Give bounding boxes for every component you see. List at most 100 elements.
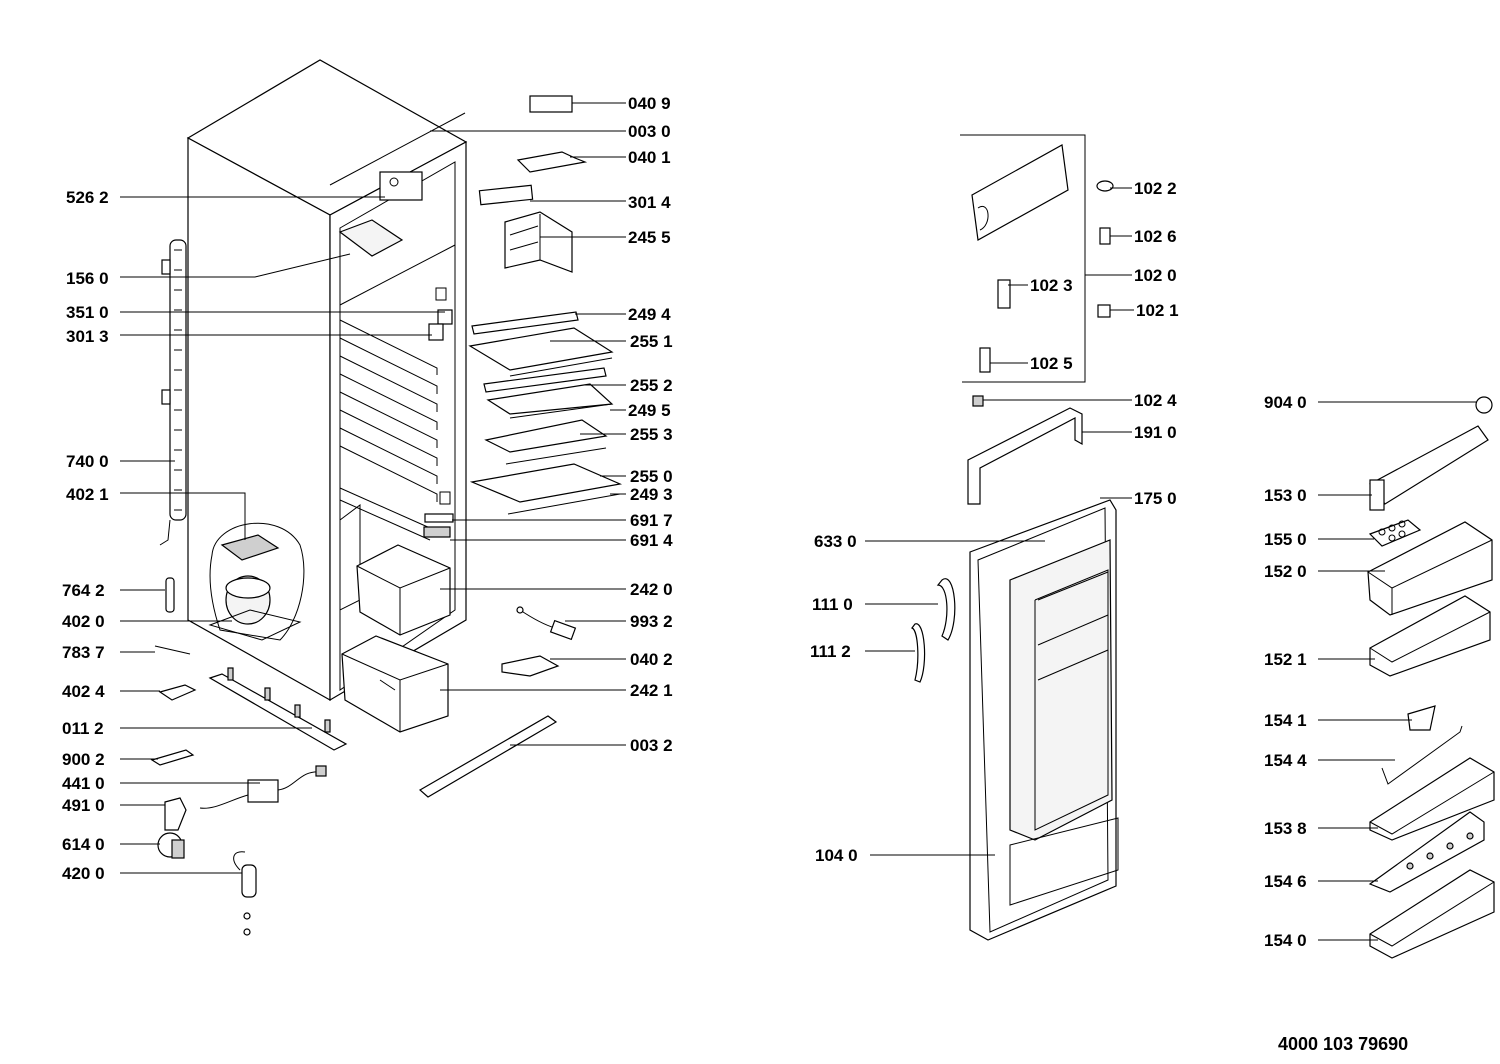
drier-filter	[165, 577, 175, 613]
part-label-152-1: 152 1	[1264, 650, 1307, 669]
relay-cover	[164, 797, 187, 831]
crisper-drawer-upper	[356, 544, 451, 636]
part-label-102-2: 102 2	[1134, 179, 1177, 198]
hinge-top	[516, 151, 588, 173]
part-label-102-6: 102 6	[1134, 227, 1177, 246]
part-label-154-0: 154 0	[1264, 931, 1307, 950]
part-label-040-1: 040 1	[628, 148, 671, 167]
part-label-301-4: 301 4	[628, 193, 671, 212]
part-label-420-0: 420 0	[62, 864, 105, 883]
door-bin-medium	[1369, 595, 1491, 677]
leader-lines	[120, 102, 1476, 941]
part-label-242-0: 242 0	[630, 580, 673, 599]
hinge-pin	[972, 395, 984, 407]
door-bin-lower	[1369, 757, 1495, 841]
part-label-102-5: 102 5	[1030, 354, 1073, 373]
part-label-242-1: 242 1	[630, 681, 673, 700]
part-label-255-0: 255 0	[630, 467, 673, 486]
part-label-153-0: 153 0	[1264, 486, 1307, 505]
part-label-102-3: 102 3	[1030, 276, 1073, 295]
part-label-301-3: 301 3	[66, 327, 109, 346]
thermostat-cover	[478, 184, 534, 206]
hinge-cover-top	[529, 95, 573, 113]
door-bin-large	[1367, 521, 1493, 616]
door-handle-cap	[911, 623, 926, 683]
part-label-526-2: 526 2	[66, 188, 109, 207]
part-label-102-1: 102 1	[1136, 301, 1179, 320]
part-label-040-9: 040 9	[628, 94, 671, 113]
part-label-102-0: 102 0	[1134, 266, 1177, 285]
crisper-drawer-lower	[341, 635, 449, 733]
capillary-tube	[154, 645, 191, 655]
part-label-255-3: 255 3	[630, 425, 673, 444]
part-label-783-7: 783 7	[62, 643, 105, 662]
door-shelf-top	[967, 407, 1083, 505]
part-label-003-2: 003 2	[630, 736, 673, 755]
part-label-740-0: 740 0	[66, 452, 109, 471]
part-label-993-2: 993 2	[630, 612, 673, 631]
part-label-402-4: 402 4	[62, 682, 105, 701]
part-label-633-0: 633 0	[814, 532, 857, 551]
part-label-249-5: 249 5	[628, 401, 671, 420]
part-label-003-0: 003 0	[628, 122, 671, 141]
labels-center: 040 9 003 0 040 1 301 4 245 5 249 4 255 …	[628, 94, 673, 755]
part-label-441-0: 441 0	[62, 774, 105, 793]
document-number: 4000 103 79690	[1278, 1034, 1408, 1054]
part-label-011-2: 011 2	[62, 719, 104, 738]
freezer-flap	[504, 211, 573, 273]
part-label-255-1: 255 1	[630, 332, 673, 351]
condenser-coil	[159, 239, 187, 546]
freezer-door-box	[960, 134, 1114, 383]
part-label-111-0: 111 0	[812, 595, 853, 614]
round-plug	[1475, 396, 1493, 414]
glass-shelves	[423, 311, 623, 538]
part-label-402-0: 402 0	[62, 612, 105, 631]
part-label-255-2: 255 2	[630, 376, 673, 395]
part-label-156-0: 156 0	[66, 269, 109, 288]
part-label-249-4: 249 4	[628, 305, 671, 324]
door	[969, 499, 1119, 941]
labels-right: 904 0 153 0 155 0 152 0 152 1 154 1 154 …	[1264, 393, 1307, 950]
part-label-153-8: 153 8	[1264, 819, 1307, 838]
capacitor	[233, 851, 257, 936]
door-handle	[936, 578, 956, 641]
part-label-691-7: 691 7	[630, 511, 673, 530]
part-label-155-0: 155 0	[1264, 530, 1307, 549]
part-label-245-5: 245 5	[628, 228, 671, 247]
part-label-904-0: 904 0	[1264, 393, 1307, 412]
part-label-175-0: 175 0	[1134, 489, 1177, 508]
rail-bar	[208, 667, 348, 751]
labels-left: 526 2 156 0 351 0 301 3 740 0 402 1 764 …	[62, 188, 109, 883]
labels-door: 102 2 102 6 102 0 102 3 102 1 102 5 102 …	[810, 179, 1179, 865]
part-label-154-6: 154 6	[1264, 872, 1307, 891]
part-label-104-0: 104 0	[815, 846, 858, 865]
dairy-compartment	[1369, 425, 1489, 511]
part-label-154-4: 154 4	[1264, 751, 1307, 770]
part-label-040-2: 040 2	[630, 650, 673, 669]
part-label-249-3: 249 3	[630, 485, 673, 504]
part-label-102-4: 102 4	[1134, 391, 1177, 410]
part-label-764-2: 764 2	[62, 581, 105, 600]
egg-tray	[1368, 519, 1422, 547]
bottle-guard	[1407, 705, 1436, 731]
door-bin-bottle	[1368, 811, 1485, 893]
door-bin-bottom	[1369, 869, 1495, 959]
power-cord	[199, 765, 327, 809]
clip-part	[158, 684, 197, 701]
part-label-154-1: 154 1	[1264, 711, 1307, 730]
lamp-cable	[516, 606, 577, 641]
part-label-691-4: 691 4	[630, 531, 673, 550]
part-label-111-2: 111 2	[810, 642, 851, 661]
bottle-rod	[1381, 725, 1463, 785]
base-rail	[418, 715, 558, 798]
bracket-part	[150, 749, 195, 766]
part-label-900-2: 900 2	[62, 750, 105, 769]
compressor	[208, 522, 305, 641]
part-label-152-0: 152 0	[1264, 562, 1307, 581]
hinge-bottom	[501, 655, 560, 677]
part-label-491-0: 491 0	[62, 796, 105, 815]
part-label-614-0: 614 0	[62, 835, 105, 854]
part-label-402-1: 402 1	[66, 485, 109, 504]
part-label-191-0: 191 0	[1134, 423, 1177, 442]
